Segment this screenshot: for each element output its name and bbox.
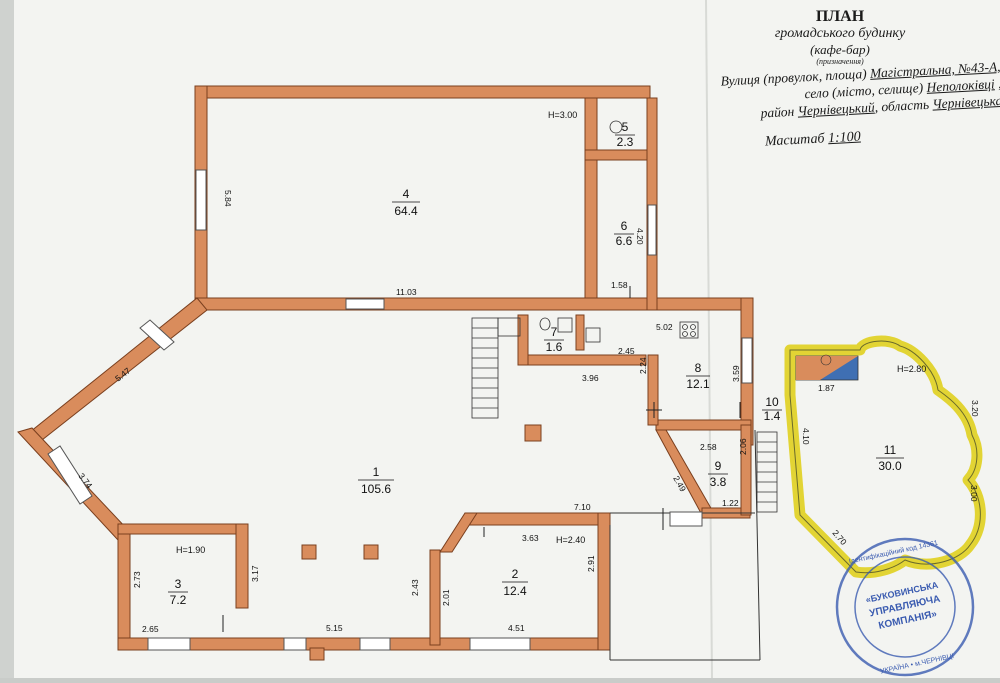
extension-room-11 [784, 335, 986, 579]
paper [14, 0, 1000, 678]
dimension-label: 1.87 [818, 383, 835, 393]
dimension-label: 2.58 [700, 442, 717, 452]
room-labels: 1 105.6 2 12.4 3 7.2 4 64.4 5 2.3 6 6.6 … [168, 120, 904, 607]
stairs [471, 317, 778, 513]
dimension-label: 3.59 [731, 365, 741, 382]
room-11-area: 30.0 [878, 459, 902, 473]
room-5-area: 2.3 [617, 135, 634, 149]
ceiling-heights: H=3.00 H=2.80 H=1.90 H=2.40 [176, 110, 926, 555]
room-4-number: 4 [403, 187, 410, 201]
scale-label: Масштаб [764, 131, 825, 150]
dimension-label: 2.43 [410, 579, 420, 596]
dimension-label: 2.45 [618, 346, 635, 356]
dimension-label: 2.65 [142, 624, 159, 634]
region-value: Чернівецька [931, 92, 1000, 112]
dimension-label: 5.84 [223, 190, 233, 207]
room-7-number: 7 [551, 325, 558, 339]
district-prefix: район [760, 103, 795, 121]
plan-title: ПЛАН [815, 8, 865, 25]
dimension-label: 4.10 [801, 428, 811, 445]
plan-purpose-caption: (призначення) [816, 57, 864, 66]
height-label: H=1.90 [176, 545, 205, 555]
room-2-area: 12.4 [503, 584, 527, 598]
room-8-area: 12.1 [686, 377, 710, 391]
dimension-label: 3.20 [970, 400, 980, 417]
doors [222, 286, 741, 632]
room-3-area: 7.2 [170, 593, 187, 607]
plan-header: ПЛАН громадського будинку (кафе-бар) (пр… [690, 8, 990, 67]
room-9-area: 3.8 [710, 475, 727, 489]
dimension-label: 3.17 [250, 565, 260, 582]
dimension-label: 7.10 [574, 502, 591, 512]
windows [47, 169, 753, 651]
paper-fold [705, 0, 713, 679]
dimension-label: 1.22 [722, 498, 739, 508]
height-label: H=3.00 [548, 110, 577, 120]
dimension-label: 3.63 [522, 533, 539, 543]
dimension-labels: 5.84 4.20 11.03 1.58 5.02 2.45 3.96 2.24… [76, 190, 980, 634]
room-11-number: 11 [884, 443, 897, 457]
room-10-number: 10 [765, 395, 779, 409]
dimension-label: 2.06 [738, 438, 748, 455]
room-5-number: 5 [622, 120, 629, 134]
dimension-label: 5.02 [656, 322, 673, 332]
dimension-label: 4.20 [635, 228, 645, 245]
dimension-label: 2.73 [132, 571, 142, 588]
region-prefix: , область [874, 96, 930, 115]
dimension-label: 11.03 [396, 287, 417, 297]
room-9-number: 9 [715, 459, 722, 473]
dimension-label: 5.15 [326, 623, 343, 633]
district-value: Чернівецький [797, 99, 875, 119]
plan-purpose: (кафе-бар) [810, 42, 870, 57]
room-4-area: 64.4 [394, 204, 418, 218]
room-2-number: 2 [512, 567, 519, 581]
room-3-number: 3 [175, 577, 182, 591]
dimension-label: 4.51 [508, 623, 525, 633]
room-7-area: 1.6 [546, 340, 563, 354]
dimension-label: 2.01 [441, 589, 451, 606]
room-1-number: 1 [373, 465, 380, 479]
room-10-area: 1.4 [764, 409, 781, 423]
plan-subtitle: громадського будинку [774, 26, 906, 41]
room-1-area: 105.6 [361, 482, 391, 496]
room-6-number: 6 [621, 219, 628, 233]
scale-value: 1:100 [827, 129, 862, 147]
height-label: H=2.80 [897, 364, 926, 374]
height-label: H=2.40 [556, 535, 585, 545]
dimension-label: 3.00 [969, 485, 979, 502]
dimension-label: 2.91 [586, 555, 596, 572]
dimension-label: 2.24 [638, 357, 648, 374]
fixtures [539, 120, 699, 343]
dimension-label: 1.58 [611, 280, 628, 290]
dimension-label: 3.96 [582, 373, 599, 383]
room-6-area: 6.6 [616, 234, 633, 248]
room-8-number: 8 [695, 361, 702, 375]
